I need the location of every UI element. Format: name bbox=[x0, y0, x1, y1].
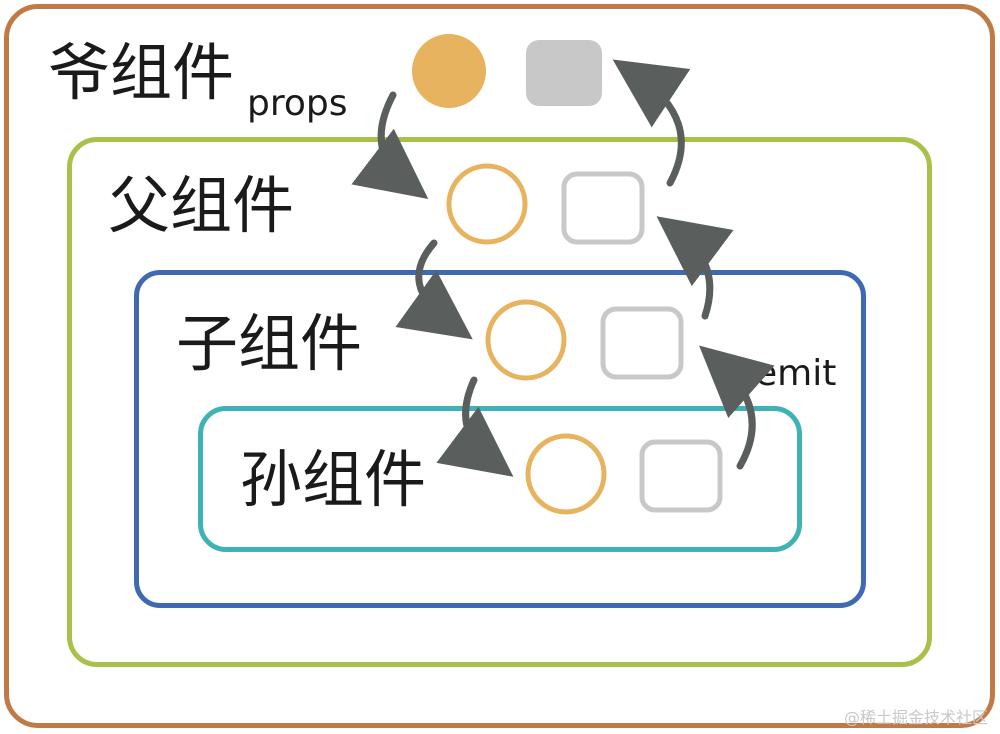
props-arrow-child-to-grandchild bbox=[436, 376, 514, 477]
props-arrow-grandpa-to-parent bbox=[351, 91, 429, 199]
parent-data-circle bbox=[446, 163, 528, 245]
child-component-label: 子组件 bbox=[176, 307, 363, 380]
watermark: @稀土掘金技术社区 bbox=[843, 708, 988, 727]
parent-component-box bbox=[67, 137, 932, 667]
grandpa-data-circle bbox=[412, 34, 486, 108]
child-data-circle bbox=[485, 299, 567, 381]
emit-arrow-child-to-parent bbox=[656, 216, 734, 320]
child-data-square bbox=[600, 306, 684, 380]
emit-arrow-grandchild-to-child bbox=[699, 345, 775, 470]
child-component-box bbox=[134, 270, 866, 608]
grandchild-data-square bbox=[639, 439, 723, 513]
parent-data-square bbox=[561, 171, 645, 245]
grandchild-component-label: 孙组件 bbox=[240, 443, 427, 516]
emit-arrow-parent-to-grandpa bbox=[612, 59, 691, 187]
props-arrow-parent-to-child bbox=[395, 239, 473, 340]
parent-component-label: 父组件 bbox=[108, 169, 295, 242]
props-label: props bbox=[247, 83, 348, 124]
grandpa-component-label: 爷组件 bbox=[48, 36, 235, 109]
grandchild-data-circle bbox=[525, 433, 607, 515]
grandpa-component-box bbox=[4, 4, 995, 728]
grandpa-data-square bbox=[526, 40, 602, 106]
